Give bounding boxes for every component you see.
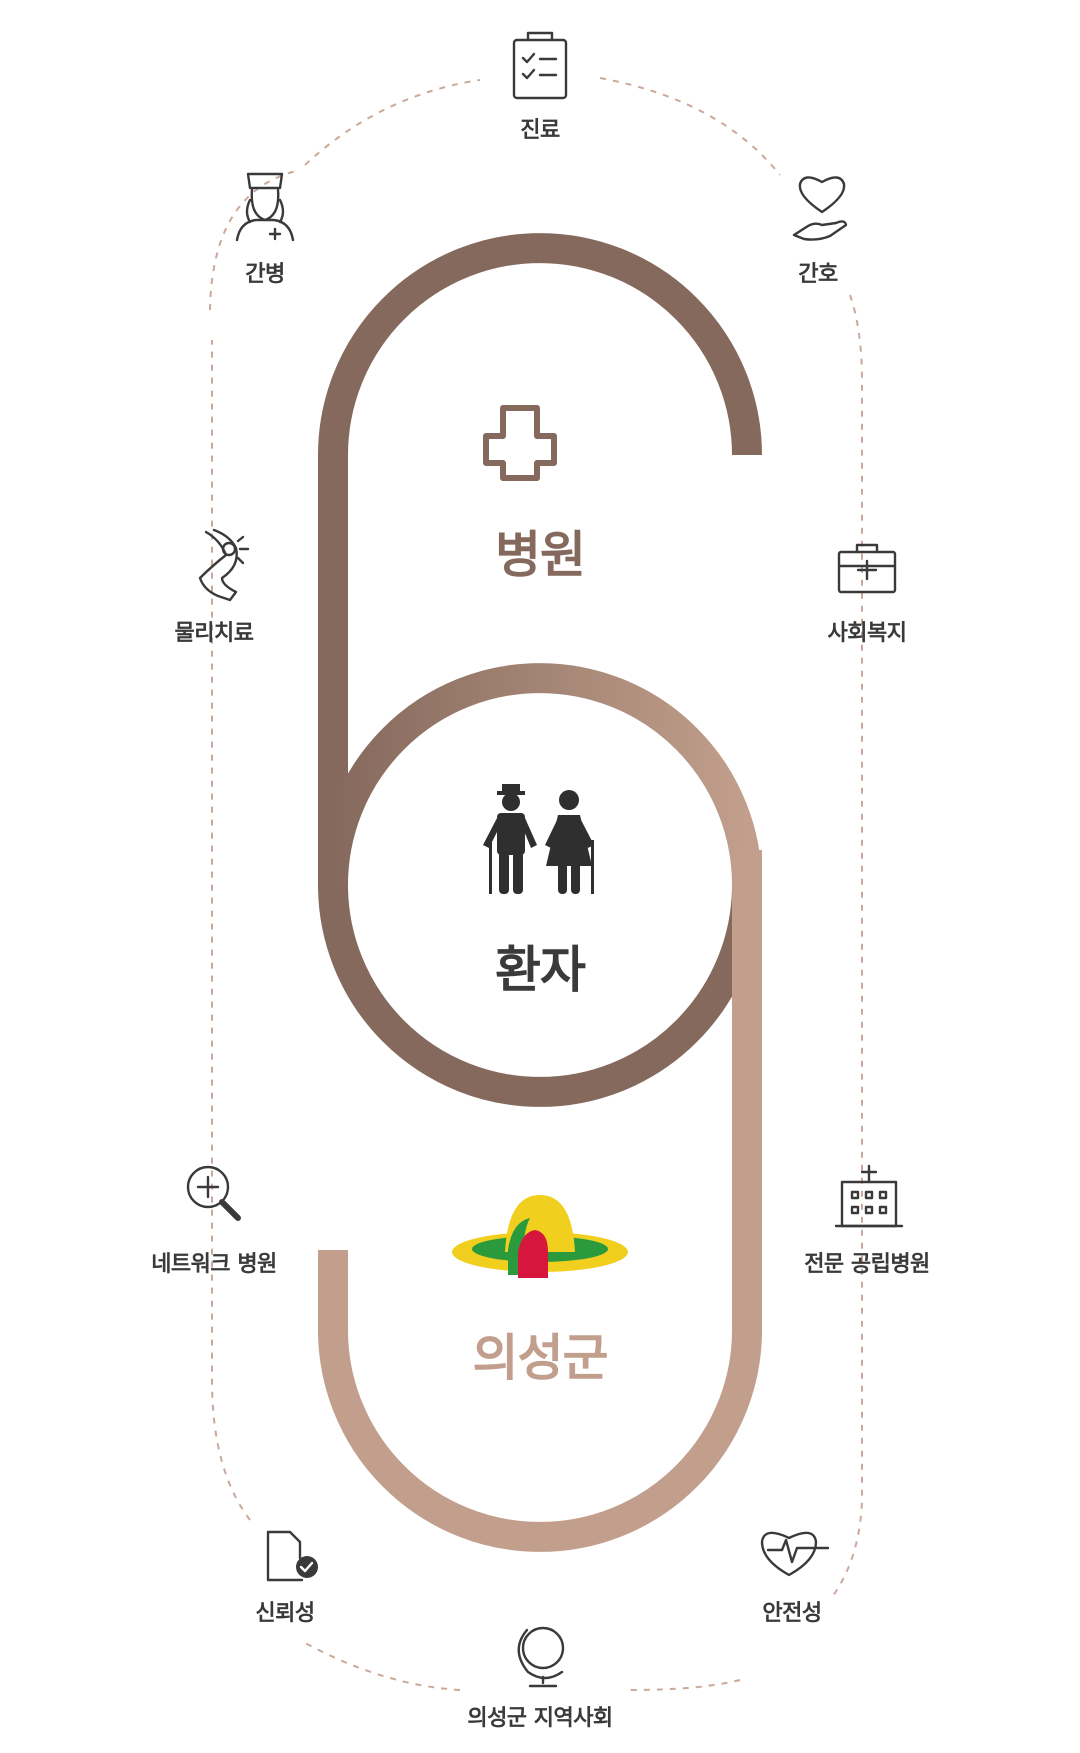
leg-joint-icon (198, 528, 250, 602)
clipboard-icon (512, 31, 568, 100)
trust-label: 신뢰성 (255, 1601, 315, 1626)
safety-label: 안전성 (762, 1601, 822, 1626)
document-check-icon (266, 1530, 318, 1582)
county-label: 의성군 (472, 1329, 609, 1387)
uiseong-logo-icon (452, 1195, 628, 1278)
hospital-label: 병원 (495, 526, 586, 584)
hospital-cross-icon (483, 405, 557, 481)
outer-dashed-ring (209, 77, 863, 1691)
nursing-label: 간호 (798, 262, 838, 287)
patient-ring-bottom (318, 884, 762, 1107)
welfare-label: 사회복지 (827, 621, 907, 646)
patient-ring-top (318, 663, 762, 886)
community-label: 의성군 지역사회 (467, 1706, 613, 1731)
medical-case-icon (837, 543, 897, 594)
heart-hand-icon (792, 176, 848, 241)
caregiving-label: 간병 (245, 262, 285, 287)
nurse-icon (235, 172, 295, 242)
globe-icon (517, 1626, 565, 1688)
public-hospital-label: 전문 공립병원 (804, 1252, 930, 1277)
clinic-label: 진료 (520, 118, 560, 143)
county-capsule-main (318, 870, 762, 1552)
hospital-capsule-main (318, 233, 762, 885)
elderly-couple-icon (483, 784, 594, 894)
search-plus-icon (186, 1165, 241, 1221)
patient-label: 환자 (495, 941, 586, 999)
physio-label: 물리치료 (174, 621, 254, 646)
heart-pulse-icon (760, 1531, 830, 1577)
hospital-building-icon (834, 1164, 904, 1228)
network-label: 네트워크 병원 (151, 1252, 277, 1277)
